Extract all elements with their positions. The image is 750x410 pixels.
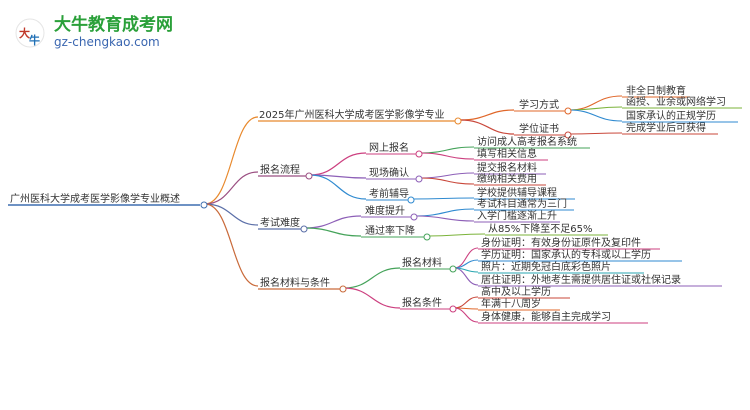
b3-sub2-node[interactable]: 通过率下降 <box>365 224 415 237</box>
b3-sub2-collapse-toggle-icon[interactable] <box>423 233 431 241</box>
b1-sub1-collapse-toggle-icon[interactable] <box>564 107 572 115</box>
edge-b4s1-leaf4 <box>453 267 479 286</box>
b2s1-leaf2[interactable]: 填写相关信息 <box>477 147 537 160</box>
edge-b1s1-leaf3 <box>568 109 623 122</box>
edge-b2s2-leaf2 <box>419 177 475 185</box>
branch1-collapse-toggle-icon[interactable] <box>454 117 462 125</box>
edge-b4s2-leaf1 <box>453 296 479 309</box>
edge-b3-sub2 <box>304 227 362 237</box>
edge-b1s2-leaf1 <box>568 132 623 135</box>
edge-b4s1-leaf1 <box>453 247 479 269</box>
edge-b3s1-leaf2 <box>414 215 475 222</box>
b2-sub2-node[interactable]: 现场确认 <box>369 166 409 179</box>
b2s2-leaf2[interactable]: 缴纳相关费用 <box>477 172 537 185</box>
edge-b1-sub1 <box>459 109 515 121</box>
logo-emblem-char2-icon: 牛 <box>29 33 40 47</box>
logo-emblem-char-icon: 大 <box>19 26 30 40</box>
root-collapse-toggle-icon[interactable] <box>200 201 208 209</box>
edge-b2-sub1 <box>309 152 367 176</box>
branch4-node[interactable]: 报名材料与条件 <box>260 276 330 289</box>
b4s1-leaf2[interactable]: 学历证明：国家承认的专科或以上学历 <box>481 248 651 261</box>
mindmap-edges <box>204 95 623 323</box>
root-node[interactable]: 广州医科大学成考医学影像学专业概述 <box>10 192 180 205</box>
b4-sub1-collapse-toggle-icon[interactable] <box>449 265 457 273</box>
b3s2-leaf1[interactable]: 从85%下降至不足65% <box>488 222 592 235</box>
b2s3-leaf1[interactable]: 学校提供辅导课程 <box>477 186 557 199</box>
branch1-node[interactable]: 2025年广州医科大学成考医学影像学专业 <box>259 108 444 121</box>
b1-sub1-node[interactable]: 学习方式 <box>519 98 559 111</box>
b1-sub2-collapse-toggle-icon[interactable] <box>564 131 572 139</box>
logo-title: 大牛教育成考网 <box>54 14 173 35</box>
b2-sub3-node[interactable]: 考前辅导 <box>369 187 409 200</box>
logo-emblem-icon <box>15 18 45 48</box>
b2-sub1-collapse-toggle-icon[interactable] <box>415 150 423 158</box>
edge-b2s1-leaf2 <box>419 152 475 160</box>
b4-sub2-node[interactable]: 报名条件 <box>402 296 442 309</box>
edge-root-branch3 <box>204 203 259 226</box>
edge-b1s1-leaf1 <box>568 95 623 111</box>
b2s1-leaf1[interactable]: 访问成人高考报名系统 <box>477 135 577 148</box>
edge-b2s2-leaf1 <box>419 172 475 179</box>
b2-sub1-node[interactable]: 网上报名 <box>369 141 409 154</box>
edge-b1s1-leaf2 <box>568 106 623 111</box>
edge-b3s2-leaf1 <box>427 233 486 237</box>
branch2-node[interactable]: 报名流程 <box>260 163 300 176</box>
edge-b2s1-leaf1 <box>419 146 475 154</box>
branch3-node[interactable]: 考试难度 <box>260 216 300 229</box>
b2s2-leaf1[interactable]: 提交报名材料 <box>477 161 537 174</box>
mindmap-labels: 广州医科大学成考医学影像学专业概述 2025年广州医科大学成考医学影像学专业 学… <box>10 84 726 323</box>
b3s1-leaf2[interactable]: 入学门槛逐渐上升 <box>477 209 557 222</box>
edge-b2s3-leaf1 <box>411 197 475 200</box>
b3s1-leaf1[interactable]: 考试科目通常为三门 <box>477 197 567 210</box>
branch3-collapse-toggle-icon[interactable] <box>300 225 308 233</box>
edge-root-branch2 <box>204 171 259 205</box>
b4s1-leaf4[interactable]: 居住证明：外地考生需提供居住证或社保记录 <box>481 273 681 286</box>
label-underlines <box>8 96 742 324</box>
b4-sub1-node[interactable]: 报名材料 <box>402 256 442 269</box>
edge-root-branch1 <box>204 116 259 205</box>
edge-b4-sub2 <box>343 287 401 309</box>
edge-b2-sub3 <box>309 174 367 200</box>
site-logo[interactable]: 大 牛 大牛教育成考网 gz-chengkao.com <box>15 14 173 49</box>
edge-b4s2-leaf3 <box>453 307 479 323</box>
edge-b3s1-leaf1 <box>414 208 475 217</box>
b1s2-leaf1[interactable]: 完成学业后可获得 <box>626 121 706 134</box>
edge-b4-sub1 <box>343 267 401 289</box>
b4-sub2-collapse-toggle-icon[interactable] <box>449 305 457 313</box>
b1s1-leaf3[interactable]: 国家承认的正规学历 <box>626 109 716 122</box>
b2-sub2-collapse-toggle-icon[interactable] <box>415 175 423 183</box>
b4s2-leaf1[interactable]: 高中及以上学历 <box>481 285 551 298</box>
b2-sub3-collapse-toggle-icon[interactable] <box>407 196 415 204</box>
b4s2-leaf2[interactable]: 年满十八周岁 <box>481 297 541 310</box>
logo-url: gz-chengkao.com <box>54 35 160 49</box>
b3-sub1-node[interactable]: 难度提升 <box>365 204 405 217</box>
branch2-collapse-toggle-icon[interactable] <box>305 172 313 180</box>
b3-sub1-collapse-toggle-icon[interactable] <box>410 213 418 221</box>
edge-b3-sub1 <box>304 215 362 229</box>
b1-sub2-node[interactable]: 学位证书 <box>519 122 559 135</box>
b1s1-leaf2[interactable]: 函授、业余或网络学习 <box>626 95 726 108</box>
collapse-toggles <box>200 107 572 313</box>
edge-root-branch4 <box>204 203 259 287</box>
b1s1-leaf1[interactable]: 非全日制教育 <box>626 84 686 97</box>
b4s1-leaf1[interactable]: 身份证明：有效身份证原件及复印件 <box>481 236 641 249</box>
b4s1-leaf3[interactable]: 照片：近期免冠白底彩色照片 <box>481 260 611 273</box>
branch4-collapse-toggle-icon[interactable] <box>339 285 347 293</box>
edge-b1-sub2 <box>459 119 515 135</box>
b4s2-leaf3[interactable]: 身体健康，能够自主完成学习 <box>481 310 611 323</box>
